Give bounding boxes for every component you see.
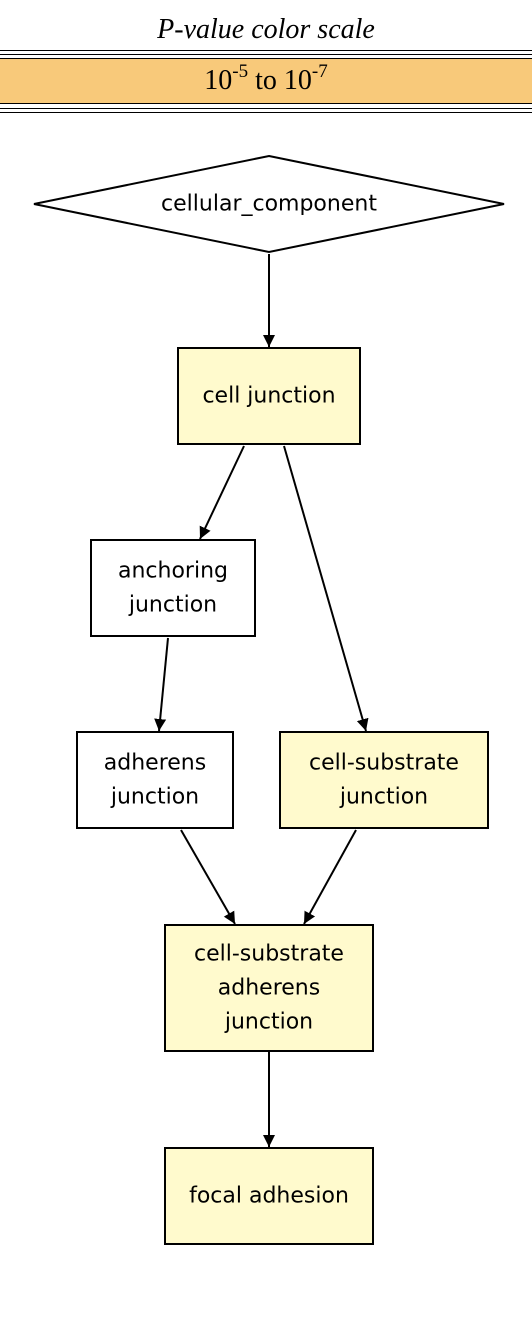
node-cell-substrate-adherens-junction-label: cell-substrate <box>194 942 344 967</box>
legend-range-high-base: 10 <box>283 65 312 96</box>
node-cell-junction-label: cell junction <box>202 384 335 409</box>
legend-bottom-rule <box>0 112 532 113</box>
node-anchoring-junction-label: anchoring <box>118 559 228 584</box>
node-cell-substrate-adherens-junction[interactable]: cell-substrate adherens junction <box>164 924 374 1052</box>
legend-scale: 10-5 to 10-7 <box>0 50 532 114</box>
node-focal-adhesion-shape <box>164 1147 374 1245</box>
legend-color-bar: 10-5 to 10-7 <box>0 58 532 104</box>
legend-top-rule-inner <box>0 54 532 55</box>
legend-bottom-rule-inner <box>0 108 532 109</box>
legend-range-separator: to <box>248 65 284 96</box>
legend-top-rule <box>0 50 532 51</box>
node-cell-substrate-junction-shape <box>279 731 489 829</box>
legend-range-high-exponent: -7 <box>311 60 328 82</box>
node-cell-substrate-junction-label: junction <box>339 785 428 810</box>
node-anchoring-junction-label: junction <box>128 593 217 618</box>
node-cell-substrate-junction-label: cell-substrate <box>309 751 459 776</box>
node-cell-junction[interactable]: cell junction <box>177 347 361 445</box>
node-cellular-component-shape <box>33 154 505 254</box>
node-anchoring-junction[interactable]: anchoring junction <box>90 539 256 637</box>
node-focal-adhesion[interactable]: focal adhesion <box>164 1147 374 1245</box>
edge-cell-substrate-junction-to-cell-substrate-adherens-junction <box>303 829 357 925</box>
node-adherens-junction-shape <box>76 731 234 829</box>
edges-layer <box>154 254 369 1147</box>
node-focal-adhesion-label: focal adhesion <box>189 1184 349 1209</box>
edge-anchoring-junction-to-adherens-junction <box>154 637 169 732</box>
node-cell-junction-shape <box>177 347 361 445</box>
legend-title: P-value color scale <box>157 14 375 45</box>
legend-range-low-base: 10 <box>204 65 233 96</box>
node-cell-substrate-adherens-junction-label: adherens <box>218 976 320 1001</box>
node-cell-substrate-junction[interactable]: cell-substrate junction <box>279 731 489 829</box>
node-cell-substrate-adherens-junction-label: junction <box>224 1010 313 1035</box>
node-anchoring-junction-shape <box>90 539 256 637</box>
node-adherens-junction[interactable]: adherens junction <box>76 731 234 829</box>
legend-range-low-exponent: -5 <box>232 60 249 82</box>
node-adherens-junction-label: junction <box>110 785 199 810</box>
node-cellular-component-label: cellular_component <box>161 192 377 217</box>
edge-cell-junction-to-cell-substrate-junction <box>283 445 369 732</box>
node-cell-substrate-adherens-junction-shape <box>164 924 374 1052</box>
edge-cell-junction-to-anchoring-junction <box>199 445 245 540</box>
edge-adherens-junction-to-cell-substrate-adherens-junction <box>180 829 236 925</box>
node-adherens-junction-label: adherens <box>104 751 206 776</box>
node-cellular-component[interactable]: cellular_component <box>33 154 505 254</box>
